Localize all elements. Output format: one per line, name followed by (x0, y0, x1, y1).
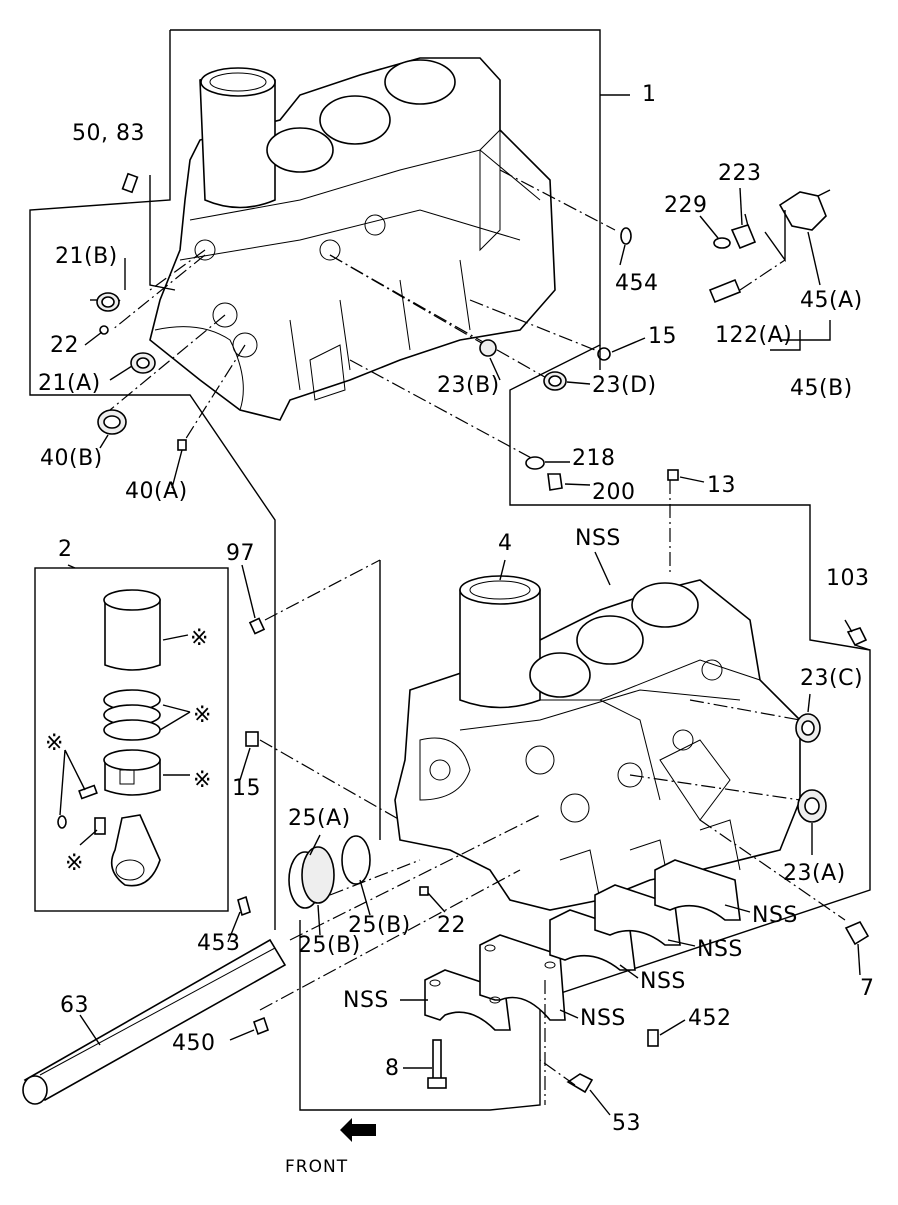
label-25b-1: 25(B) (348, 913, 411, 938)
lower-small-parts (22, 617, 870, 1105)
label-200: 200 (592, 480, 636, 505)
label-leaders (79, 187, 861, 1116)
label-15-mid: 15 (232, 776, 261, 801)
label-4: 4 (498, 531, 513, 556)
label-218: 218 (572, 446, 616, 471)
lower-leader-lines (259, 345, 871, 1105)
asterisk-4: ※ (193, 768, 212, 793)
label-23c: 23(C) (800, 666, 863, 691)
label-22-top: 22 (50, 333, 79, 358)
label-40b: 40(B) (40, 446, 103, 471)
label-22-bottom: 22 (437, 913, 466, 938)
label-452: 452 (688, 1006, 732, 1031)
label-21a: 21(A) (38, 371, 101, 396)
label-103: 103 (826, 566, 870, 591)
label-nss-1: NSS (752, 903, 798, 928)
label-454: 454 (615, 271, 659, 296)
label-23a: 23(A) (783, 861, 846, 886)
label-97: 97 (226, 541, 255, 566)
label-450: 450 (172, 1031, 216, 1056)
label-15-top: 15 (648, 324, 677, 349)
label-25b-2: 25(B) (298, 933, 361, 958)
label-21b: 21(B) (55, 244, 118, 269)
label-223: 223 (718, 161, 762, 186)
label-122a: 122(A) (715, 323, 792, 348)
label-nss-5: NSS (580, 1006, 626, 1031)
asterisk-2: ※ (193, 703, 212, 728)
upper-leader-lines (109, 169, 671, 575)
asterisk-5: ※ (65, 851, 84, 876)
label-23b: 23(B) (437, 373, 500, 398)
bearing-caps (424, 859, 741, 1031)
label-13: 13 (707, 473, 736, 498)
upper-block-frame (29, 29, 871, 1111)
label-53: 53 (612, 1111, 641, 1136)
label-50-83: 50, 83 (72, 121, 145, 146)
label-2: 2 (58, 537, 73, 562)
label-23d: 23(D) (592, 373, 657, 398)
label-453: 453 (197, 931, 241, 956)
upper-small-parts (96, 172, 831, 491)
label-63: 63 (60, 993, 89, 1018)
asterisk-1: ※ (190, 626, 209, 651)
front-arrow-icon (340, 1118, 376, 1142)
lower-cylinder-block (394, 575, 801, 911)
label-front: FRONT (285, 1157, 348, 1177)
label-45a: 45(A) (800, 288, 863, 313)
label-nss-3: NSS (640, 969, 686, 994)
label-229: 229 (664, 193, 708, 218)
label-40a: 40(A) (125, 479, 188, 504)
asterisk-3: ※ (45, 731, 64, 756)
label-7: 7 (860, 976, 875, 1001)
piston-kit-box (34, 564, 229, 912)
callout-labels: 1 50, 83 21(B) 22 21(A) 40(B) 40(A) 454 … (38, 82, 875, 1177)
label-45b: 45(B) (790, 376, 853, 401)
label-25a: 25(A) (288, 806, 351, 831)
label-nss-2: NSS (697, 937, 743, 962)
label-nss-4: NSS (343, 988, 389, 1013)
label-nss-top: NSS (575, 526, 621, 551)
upper-cylinder-block (149, 57, 556, 421)
label-8: 8 (385, 1056, 400, 1081)
label-1: 1 (642, 82, 657, 107)
